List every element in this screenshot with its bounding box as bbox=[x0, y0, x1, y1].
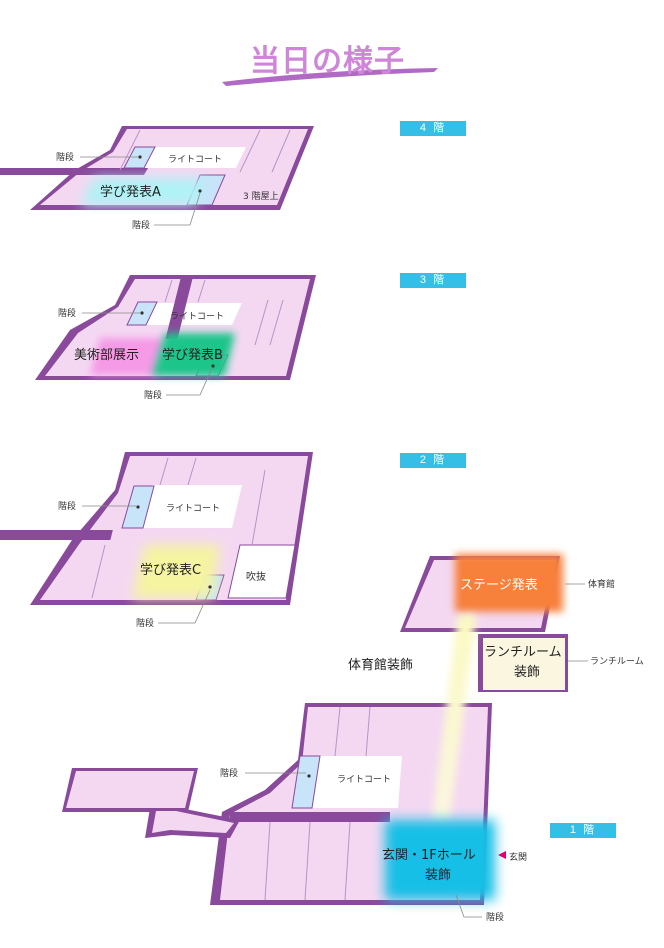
stairs-label-1f-top: 階段 bbox=[220, 767, 238, 779]
title-banner: 当日の様子 bbox=[220, 30, 450, 90]
floor-badge-4f: 4 階 bbox=[400, 121, 466, 136]
stairs-label-3f-top: 階段 bbox=[58, 307, 76, 319]
light-court-label-3f: ライトコート bbox=[170, 311, 224, 322]
roof-3f-label: 3 階屋上 bbox=[243, 191, 279, 202]
floor-1f-plan: ステージ発表 体育館 ランチルーム 装飾 ランチルーム 体育館装飾 bbox=[62, 554, 644, 923]
area-label-gakubi-b: 学び発表B bbox=[162, 347, 223, 363]
title-swoosh bbox=[222, 68, 438, 86]
stairs-label-4f-top: 階段 bbox=[56, 151, 74, 163]
entrance-label: 玄関 bbox=[509, 851, 527, 863]
area-label-lunch-line2: 装飾 bbox=[514, 665, 540, 680]
area-bijutsu-highlight bbox=[90, 338, 165, 375]
atrium-label: 吹抜 bbox=[246, 570, 266, 583]
area-label-bijutsu: 美術部展示 bbox=[74, 348, 139, 363]
lunch-room-label: ランチルーム bbox=[590, 656, 644, 667]
area-entrance-highlight bbox=[385, 820, 495, 900]
light-court-label-1f: ライトコート bbox=[337, 774, 391, 785]
area-label-gakubi-c: 学び発表C bbox=[140, 562, 201, 578]
stairs-label-1f-bottom: 階段 bbox=[486, 911, 504, 923]
area-label-gakubi-a: 学び発表A bbox=[100, 184, 161, 200]
page-title: 当日の様子 bbox=[250, 44, 405, 79]
floor-badge-1f: 1 階 bbox=[550, 823, 616, 838]
area-stage-highlight bbox=[455, 554, 563, 612]
floor-2f-plan: ライトコート 学び発表C 吹抜 階段 階段 bbox=[0, 452, 313, 629]
floor-badge-3f: 3 階 bbox=[400, 273, 466, 288]
stairs-label-2f-bottom: 階段 bbox=[136, 617, 154, 629]
light-court-label-2f: ライトコート bbox=[166, 503, 220, 514]
stairs-label-3f-bottom: 階段 bbox=[144, 389, 162, 401]
floor-3f-plan: ライトコート 美術部展示 学び発表B 階段 階段 bbox=[35, 275, 316, 401]
area-label-gym-decor: 体育館装飾 bbox=[348, 657, 413, 673]
area-label-stage: ステージ発表 bbox=[460, 578, 538, 593]
light-court-label-4f: ライトコート bbox=[168, 154, 222, 165]
area-gakubi-a-highlight bbox=[80, 178, 205, 205]
area-label-lunch-line1: ランチルーム bbox=[484, 645, 562, 660]
floor-4f-plan: ライトコート 学び発表A 階段 階段 3 階屋上 bbox=[0, 126, 314, 231]
area-label-entrance-line2: 装飾 bbox=[425, 868, 451, 883]
area-gakubi-c-highlight bbox=[132, 545, 220, 598]
entrance-marker-icon bbox=[498, 851, 506, 859]
corridor-highlight bbox=[432, 615, 476, 820]
floor-badge-2f: 2 階 bbox=[400, 453, 466, 468]
stairs-label-2f-top: 階段 bbox=[58, 500, 76, 512]
stairs-label-4f-bottom: 階段 bbox=[132, 219, 150, 231]
gym-label: 体育館 bbox=[588, 578, 615, 590]
area-label-entrance-line1: 玄関・1Fホール bbox=[382, 848, 476, 863]
